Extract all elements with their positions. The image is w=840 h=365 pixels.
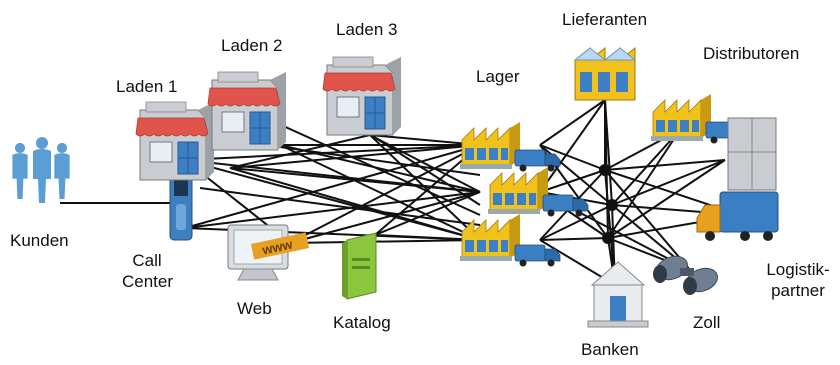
store-icon-laden1 xyxy=(135,101,215,181)
label-laden1: Laden 1 xyxy=(116,77,178,96)
label-call-center-line2: Center xyxy=(122,272,174,291)
store-icon-laden2 xyxy=(207,71,287,151)
www-label: www xyxy=(260,236,295,257)
label-lager: Lager xyxy=(476,67,520,86)
truck-icon xyxy=(696,191,779,241)
label-banken: Banken xyxy=(581,340,639,359)
label-call-center: Call Center xyxy=(122,250,174,292)
distributor-icon xyxy=(650,93,777,191)
catalog-book-icon xyxy=(342,232,377,300)
monitor-icon xyxy=(227,224,310,281)
label-laden3: Laden 3 xyxy=(336,20,398,39)
label-katalog: Katalog xyxy=(333,313,391,332)
label-laden2: Laden 2 xyxy=(221,36,283,55)
label-logistik-line2: partner xyxy=(771,281,825,300)
label-call-center-line1: Call xyxy=(132,251,162,270)
label-lieferanten: Lieferanten xyxy=(562,10,648,29)
label-kunden: Kunden xyxy=(10,231,69,250)
label-logistik-line1: Logistik- xyxy=(766,260,830,279)
binoculars-icon xyxy=(653,255,718,295)
bank-icon xyxy=(587,261,649,328)
hub-nodes xyxy=(599,164,618,244)
label-distributoren: Distributoren xyxy=(703,44,800,63)
label-web: Web xyxy=(237,299,272,318)
telephone-icon xyxy=(169,169,193,241)
store-icon-laden3 xyxy=(322,56,402,136)
label-zoll: Zoll xyxy=(693,313,721,332)
label-logistikpartner: Logistik- partner xyxy=(758,259,838,301)
supplier-building-icon xyxy=(573,46,637,101)
people-icon xyxy=(12,137,70,203)
